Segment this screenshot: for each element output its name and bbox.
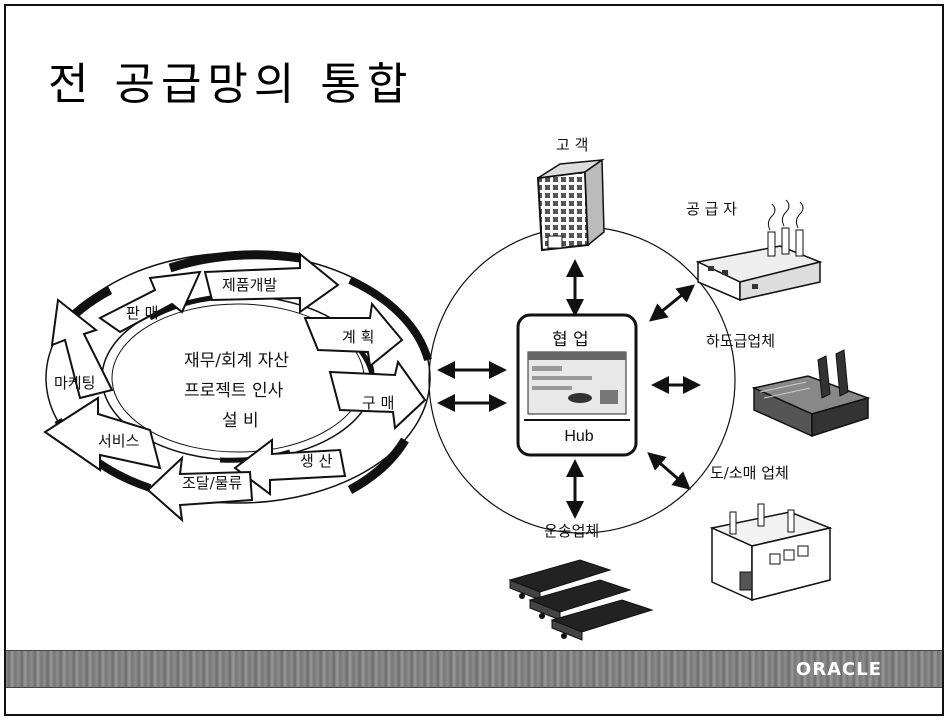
arrow-plan [303,301,404,368]
subcontractor-factory-icon [751,349,871,438]
partner-subcontractor-label: 하도급업체 [706,332,776,350]
segment-logistics: 조달/물류 [182,474,243,492]
segment-sales: 판 매 [126,304,159,322]
segment-product-development: 제품개발 [222,276,278,294]
partner-customer-label: 고 객 [556,136,589,154]
slide-frame [4,4,944,716]
arrow-sales [98,270,202,334]
customer-building-icon [536,158,605,252]
arrow-product-dev [203,251,340,314]
segment-planning: 계 획 [342,328,375,346]
arrow-production [233,437,347,496]
partner-transport-label: 운송업체 [544,522,600,540]
partner-supplier-label: 공 급 자 [686,200,737,218]
segment-marketing: 마케팅 [54,374,96,392]
arrow-logistics [146,455,254,523]
supplier-factory-icon [695,199,823,302]
segment-purchasing: 구 매 [362,394,395,412]
center-line-finance-assets: 재무/회계 자산 [184,351,289,371]
arrow-purchase [328,359,427,431]
partner-network [428,226,736,534]
segment-service: 서비스 [98,432,140,450]
hub-collaboration-label: 협 업 [552,330,589,350]
trucks-icon [508,559,654,641]
partner-wholesale-retail-label: 도/소매 업체 [710,464,789,482]
center-line-project-hr: 프로젝트 인사 [184,381,284,401]
cycle-hub-connectors [437,361,507,412]
oracle-logo: ORACLE [795,659,882,680]
footer-bar: ORACLE [6,650,942,688]
center-line-facilities: 설 비 [222,411,259,431]
arrow-service [43,396,162,472]
arrow-marketing [50,298,114,400]
warehouse-icon [709,503,833,602]
segment-production: 생 산 [300,452,333,470]
process-cycle [43,250,432,523]
slide-title: 전 공급망의 통합 [48,59,414,110]
hub-name-label: Hub [564,428,594,445]
